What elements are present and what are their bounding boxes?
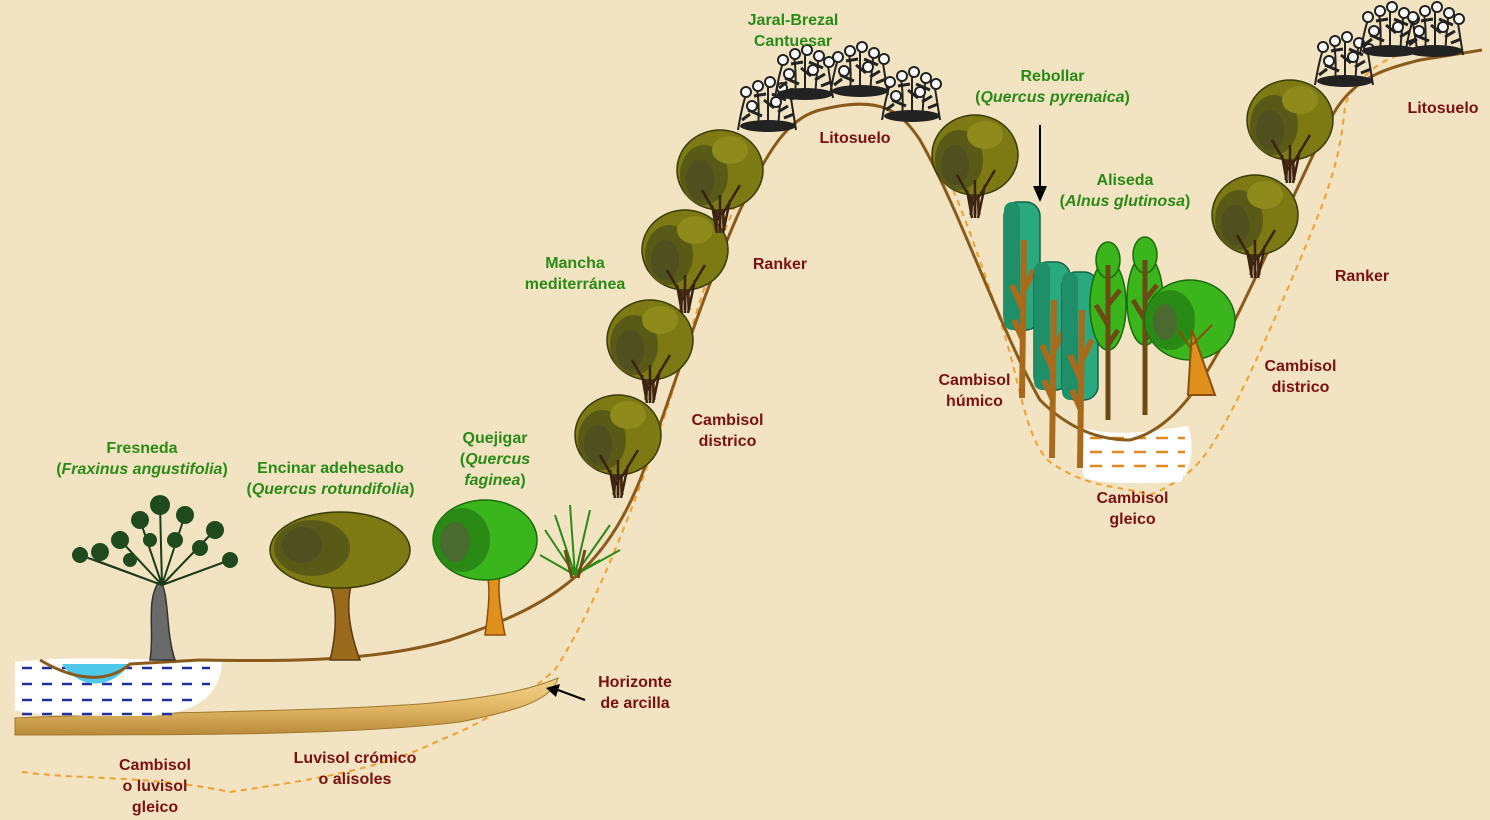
heath-shrub-illustration: [1403, 0, 1466, 59]
rebollar-latin: Quercus pyrenaica: [980, 89, 1125, 106]
encinar-name: Encinar adehesado: [257, 460, 404, 477]
horizonte-arrow: [546, 684, 586, 701]
cambisol-luvisol-line3: gleico: [131, 799, 179, 816]
holm-oak-illustration: [269, 511, 411, 661]
paren-open: (: [246, 481, 252, 498]
rebollar-latin-line: (Quercus pyrenaica): [945, 87, 1160, 108]
water-lens-left: [15, 658, 222, 716]
quejigar-name: Quejigar: [462, 430, 528, 447]
heath-shrub-illustration: [736, 75, 799, 134]
luvisol-line2: o alisoles: [318, 771, 392, 788]
label-cambisol-gleico: Cambisol gleico: [1080, 488, 1185, 530]
mediterranean-tree-illustration: [573, 393, 663, 500]
fresneda-latin: Fraxinus angustifolia: [61, 461, 223, 478]
cambisol-luvisol-line2: o luvisol: [122, 778, 188, 795]
quejigar-latin-genus: Quercus: [465, 451, 531, 468]
label-ranker-left: Ranker: [752, 256, 808, 273]
mancha-line2: mediterránea: [524, 276, 626, 293]
aliseda-name: Aliseda: [1096, 172, 1154, 189]
paren-close: ): [520, 472, 526, 489]
label-litosuelo-right: Litosuelo: [1407, 100, 1479, 117]
paren-close: ): [222, 461, 228, 478]
label-aliseda: Aliseda (Alnus glutinosa): [1040, 170, 1210, 212]
cambisol-line1: Cambisol: [691, 412, 764, 429]
heath-shrub-illustration: [773, 43, 836, 102]
paren-open: (: [56, 461, 62, 478]
cambisol-line1: Cambisol: [1096, 490, 1169, 507]
label-cambisol-luvisol: Cambisol o luvisol gleico: [100, 755, 210, 818]
pyrenean-oak-illustration: [1245, 78, 1335, 185]
cambisol-line2: districo: [698, 433, 757, 450]
label-horizonte-arcilla: Horizonte de arcilla: [580, 672, 690, 714]
riparian-tree-illustration: [1144, 279, 1236, 396]
cambisol-line2: districo: [1271, 379, 1330, 396]
cambisol-line2: gleico: [1109, 511, 1156, 528]
encinar-latin: Quercus rotundifolia: [251, 481, 410, 498]
paren-open: (: [459, 451, 466, 468]
label-ranker-right: Ranker: [1334, 268, 1390, 285]
rebollar-arrow: [1033, 125, 1047, 202]
shrub-illustration: [539, 504, 621, 579]
paren-close: ): [409, 481, 415, 498]
label-jaral: Jaral-Brezal Cantuesar: [728, 10, 858, 52]
aliseda-latin-line: (Alnus glutinosa): [1040, 191, 1210, 212]
label-cambisol-districo-left: Cambisol districo: [675, 410, 780, 452]
jaral-line1: Jaral-Brezal: [747, 12, 839, 29]
gall-oak-illustration: [432, 499, 538, 636]
label-luvisol: Luvisol crómico o alisoles: [270, 748, 440, 790]
horizonte-line2: de arcilla: [600, 695, 670, 712]
label-cambisol-districo-right: Cambisol districo: [1248, 356, 1353, 398]
label-encinar: Encinar adehesado (Quercus rotundifolia): [228, 458, 433, 500]
mancha-line1: Mancha: [545, 255, 605, 272]
quejigar-latin-line2: faginea): [440, 470, 550, 491]
heath-shrub-illustration: [1313, 30, 1376, 89]
paren-open: (: [975, 89, 981, 106]
horizonte-line1: Horizonte: [598, 674, 672, 691]
paren-close: ): [1185, 193, 1191, 210]
fresneda-name: Fresneda: [106, 440, 178, 457]
quejigar-latin-line1: (Quercus: [440, 449, 550, 470]
pyrenean-oak-illustration: [1210, 173, 1300, 280]
label-fresneda: Fresneda (Fraxinus angustifolia): [22, 438, 262, 480]
label-quejigar: Quejigar (Quercus faginea): [440, 428, 550, 491]
rebollar-name: Rebollar: [1020, 68, 1085, 85]
fraxinus-tree-illustration: [72, 495, 238, 661]
label-rebollar: Rebollar (Quercus pyrenaica): [945, 66, 1160, 108]
cambisol-line1: Cambisol: [938, 372, 1011, 389]
label-cambisol-humico: Cambisol húmico: [922, 370, 1027, 412]
cambisol-line2: húmico: [946, 393, 1003, 410]
cambisol-luvisol-line1: Cambisol: [118, 757, 191, 774]
label-mancha: Mancha mediterránea: [505, 253, 645, 295]
paren-open: (: [1059, 193, 1065, 210]
clay-horizon: [14, 677, 559, 736]
quejigar-latin-species: faginea: [464, 472, 521, 489]
fresneda-latin-line: (Fraxinus angustifolia): [22, 459, 262, 480]
jaral-line2: Cantuesar: [753, 33, 833, 50]
encinar-latin-line: (Quercus rotundifolia): [228, 479, 433, 500]
mediterranean-tree-illustration: [605, 298, 695, 405]
pyrenean-oak-illustration: [930, 113, 1020, 220]
aliseda-latin: Alnus glutinosa: [1065, 193, 1185, 210]
cambisol-line1: Cambisol: [1264, 358, 1337, 375]
luvisol-line1: Luvisol crómico: [293, 750, 417, 767]
label-litosuelo-top: Litosuelo: [819, 130, 891, 147]
paren-close: ): [1124, 89, 1130, 106]
heath-shrub-illustration: [880, 65, 943, 124]
